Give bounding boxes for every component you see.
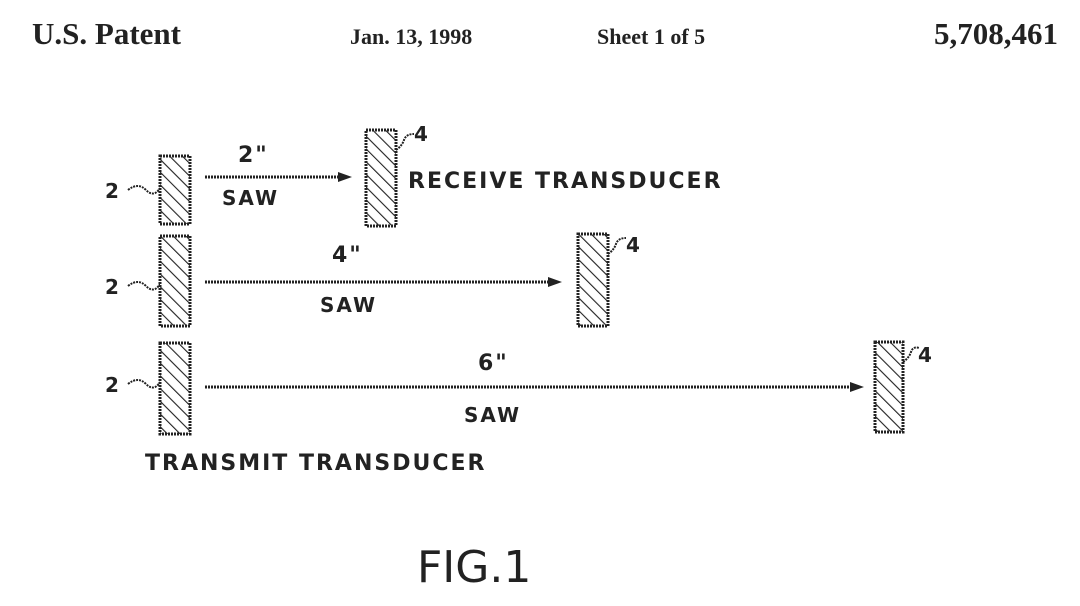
leader-line: [395, 133, 415, 151]
row-6-inch: 2 6" SAW 4 TRANSMIT TRANSDUCER: [105, 340, 934, 476]
saw-label: SAW: [464, 403, 521, 427]
transmit-ref-label: 2: [105, 373, 121, 397]
transmit-transducer: [158, 341, 192, 436]
leader-line: [127, 185, 161, 195]
transmit-transducer-label: TRANSMIT TRANSDUCER: [145, 451, 486, 476]
saw-label: SAW: [320, 293, 377, 317]
receive-ref-label: 4: [626, 233, 642, 257]
leader-line: [127, 281, 161, 291]
arrowhead-icon: [338, 172, 352, 182]
leader-line: [902, 346, 920, 363]
saw-label: SAW: [222, 186, 279, 210]
row-2-inch: 2 2" SAW 4 RECEIVE TRANSDUCER: [105, 122, 723, 228]
header-patent-number: 5,708,461: [934, 16, 1058, 51]
distance-label: 2": [238, 143, 269, 168]
distance-label: 4": [332, 243, 363, 268]
receive-transducer: [576, 232, 610, 328]
arrowhead-icon: [850, 382, 864, 392]
receive-ref-label: 4: [414, 122, 430, 146]
transmit-ref-label: 2: [105, 275, 121, 299]
figure-caption: FIG.1: [417, 542, 531, 593]
leader-line: [607, 237, 627, 255]
leader-line: [127, 379, 161, 389]
distance-label: 6": [478, 351, 509, 376]
header-us-patent: U.S. Patent: [32, 16, 182, 51]
transmit-transducer: [158, 234, 192, 328]
header-date: Jan. 13, 1998: [350, 24, 472, 49]
receive-ref-label: 4: [918, 343, 934, 367]
row-4-inch: 2 4" SAW 4: [105, 232, 642, 328]
receive-transducer: [364, 128, 398, 228]
transmit-transducer: [158, 154, 192, 226]
receive-transducer-label: RECEIVE TRANSDUCER: [408, 169, 723, 194]
transmit-ref-label: 2: [105, 179, 121, 203]
header-sheet: Sheet 1 of 5: [597, 24, 705, 49]
arrowhead-icon: [548, 277, 562, 287]
receive-transducer: [873, 340, 905, 434]
